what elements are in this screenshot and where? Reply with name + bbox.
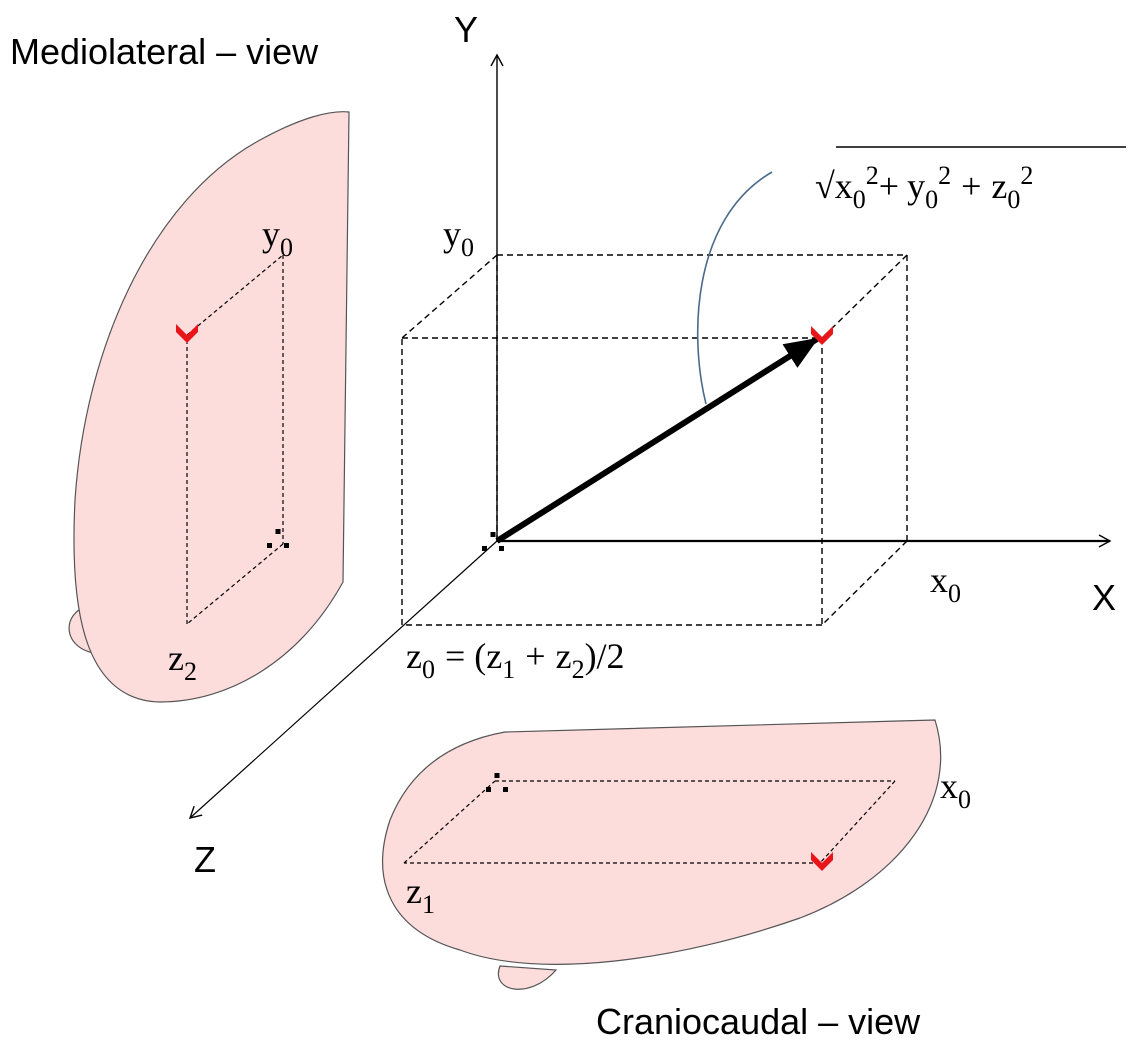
axes <box>188 53 1112 819</box>
ml-projection-parallelogram <box>186 254 284 625</box>
position-vector-arrow <box>495 336 819 544</box>
cc-z1-label: z1 <box>406 871 435 919</box>
box-y0-label: y0 <box>443 214 474 262</box>
ml-breast-shape <box>73 111 350 703</box>
y-axis-label: Y <box>454 9 478 50</box>
ml-z2-label: z2 <box>168 638 197 686</box>
cc-breast-shape <box>382 719 942 965</box>
magnitude-formula: √x02+y02+z02 <box>815 146 1126 214</box>
craniocaudal-view-group: x0 z1 <box>382 719 971 990</box>
z0-formula: z0= (z1+z2)/2 <box>406 636 625 684</box>
x-axis-label: X <box>1092 577 1116 618</box>
craniocaudal-view-title: Craniocaudal – view <box>596 1001 921 1042</box>
z-axis-label: Z <box>194 839 216 880</box>
cc-x0-label: x0 <box>940 766 971 814</box>
mediolateral-view-title: Mediolateral – view <box>10 31 319 72</box>
z-axis-line <box>188 540 498 819</box>
cc-nipple-shape <box>497 965 558 990</box>
ml-y0-label: y0 <box>262 214 293 262</box>
mediolateral-view-group: y0 z2 <box>68 111 350 703</box>
svg-text:√x02+y02+z02: √x02+y02+z02 <box>815 161 1033 214</box>
magnitude-arc <box>696 171 773 405</box>
box-x0-label: x0 <box>930 560 961 608</box>
cc-projection-parallelogram <box>403 780 896 864</box>
